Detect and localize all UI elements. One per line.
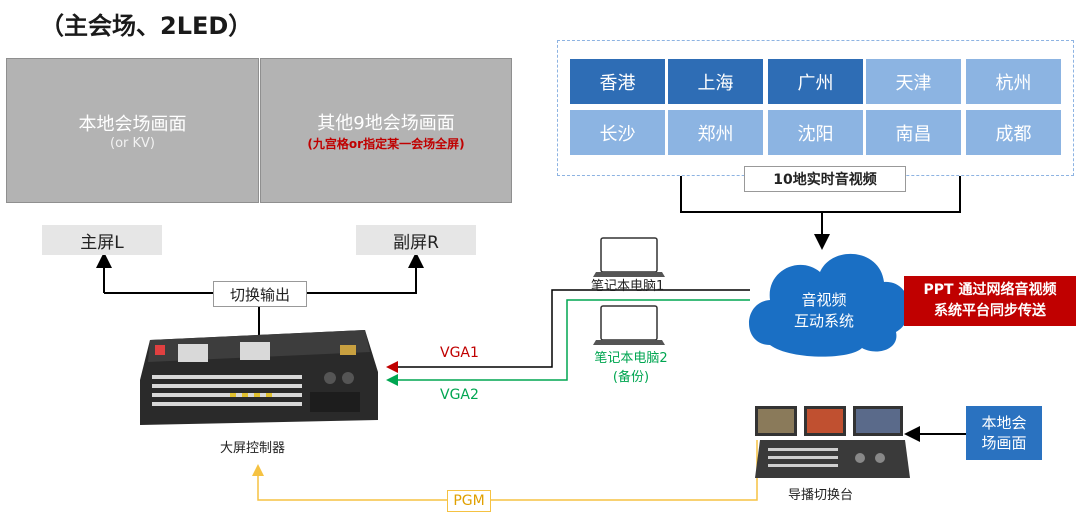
local-venue-source: 本地会 场画面: [966, 406, 1042, 460]
local-venue-source-line2: 场画面: [981, 434, 1027, 452]
city-hangzhou: 杭州: [966, 59, 1061, 104]
city-chengdu: 成都: [966, 110, 1061, 155]
ppt-note-line2: 系统平台同步传送: [934, 303, 1046, 319]
switch-output-lines: [96, 252, 424, 335]
big-screen-controller-icon: [140, 330, 378, 425]
laptop1-label: 笔记本电脑1: [591, 279, 665, 294]
laptop2-label-line2: (备份): [612, 370, 650, 385]
cities-caption: 10地实时音视频: [744, 166, 906, 192]
sub-screen-r-label: 副屏R: [356, 225, 476, 255]
vga2-label: VGA2: [440, 387, 479, 403]
av-system-line1: 音视频: [801, 291, 847, 309]
local-venue-screen: 本地会场画面 (or KV): [6, 58, 259, 203]
city-guangzhou: 广州: [768, 59, 863, 104]
local-venue-screen-title: 本地会场画面: [78, 114, 187, 135]
laptop2-icon: [593, 305, 665, 345]
local-venue-source-line1: 本地会: [981, 414, 1027, 432]
vga1-label: VGA1: [440, 345, 479, 361]
ppt-note-line1: PPT 通过网络音视频: [923, 282, 1057, 298]
other-venues-screen-subtitle: (九宫格or指定某一会场全屏): [307, 137, 465, 151]
local-venue-screen-subtitle: (or KV): [110, 136, 155, 151]
switch-output-label: 切换输出: [213, 281, 307, 307]
av-system-line2: 互动系统: [793, 312, 854, 330]
director-switcher-icon: [755, 406, 910, 478]
laptop1-icon: [593, 237, 665, 277]
city-shenyang: 沈阳: [768, 110, 863, 155]
laptop2-label-line1: 笔记本电脑2: [594, 351, 668, 366]
big-screen-controller-label: 大屏控制器: [220, 441, 286, 456]
director-switcher-label: 导播切换台: [788, 488, 854, 503]
city-hongkong: 香港: [570, 59, 665, 104]
pgm-line: [252, 440, 758, 501]
cities-to-cloud-lines: [680, 176, 961, 250]
city-nanchang: 南昌: [866, 110, 961, 155]
pgm-label: PGM: [447, 490, 491, 512]
vga1-line: [386, 289, 750, 373]
other-venues-screen-title: 其他9地会场画面: [317, 113, 455, 134]
other-venues-screen: 其他9地会场画面 (九宫格or指定某一会场全屏): [260, 58, 512, 203]
cloud-icon: [749, 253, 910, 357]
city-tianjin: 天津: [866, 59, 961, 104]
laptop2-label: 笔记本电脑2 (备份): [591, 347, 671, 385]
main-screen-l-label: 主屏L: [42, 225, 162, 255]
vga2-line: [386, 299, 750, 386]
page-title: （主会场、2LED）: [40, 12, 253, 40]
ppt-note: PPT 通过网络音视频 系统平台同步传送: [904, 276, 1076, 326]
city-shanghai: 上海: [668, 59, 763, 104]
city-zhengzhou: 郑州: [668, 110, 763, 155]
city-changsha: 长沙: [570, 110, 665, 155]
av-system-label: 音视频 互动系统: [772, 290, 876, 332]
